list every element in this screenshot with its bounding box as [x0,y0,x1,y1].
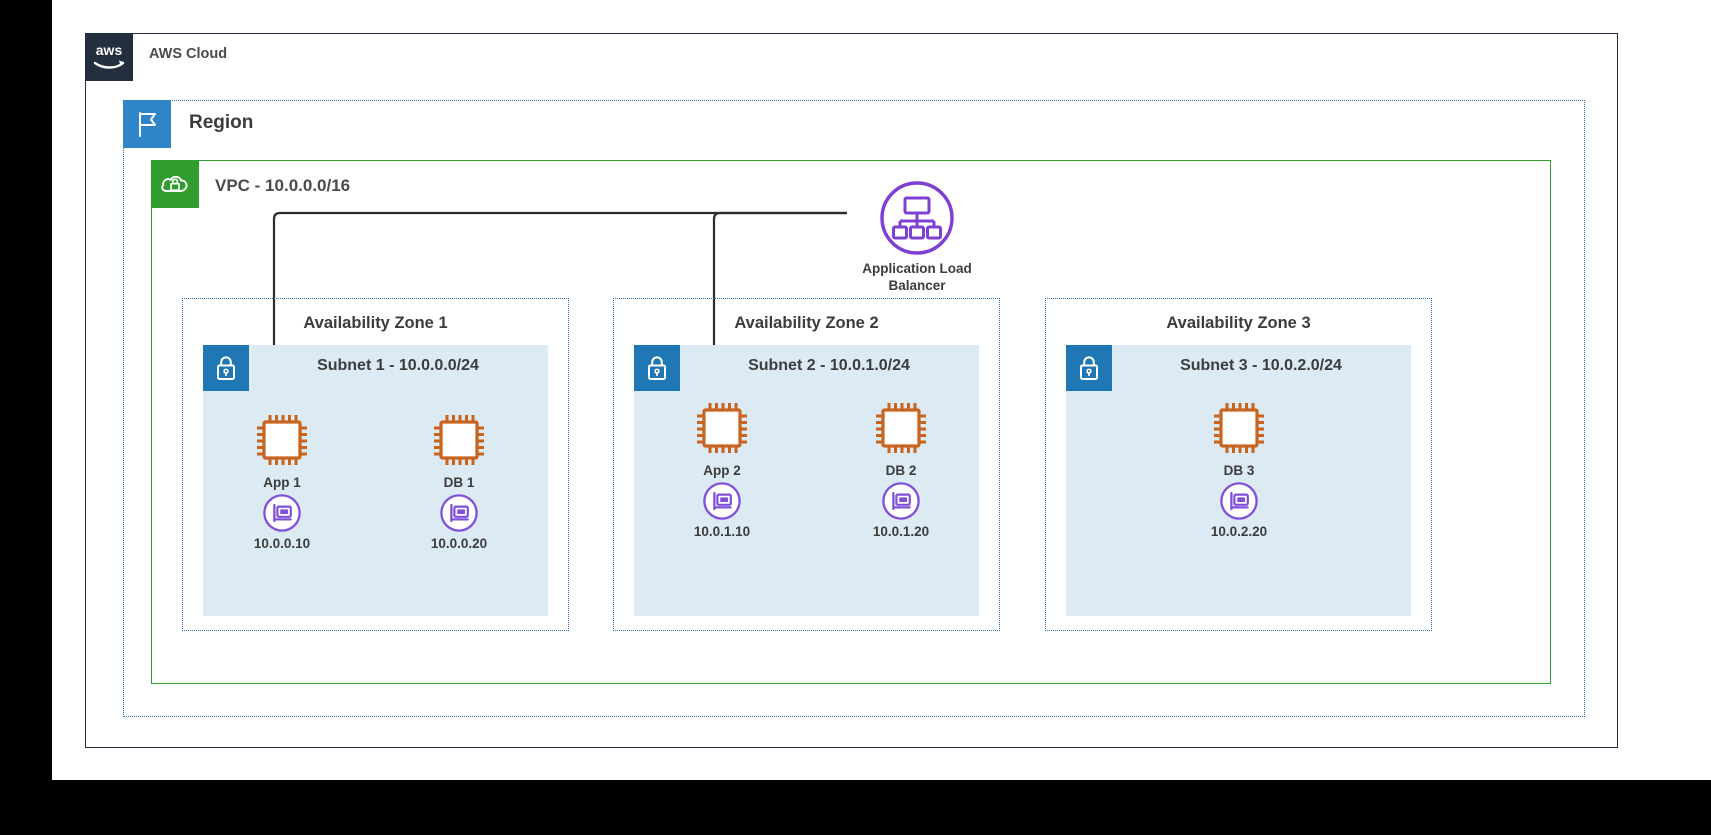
subnet-lock-icon [203,345,249,391]
ec2-instance-icon [876,403,926,453]
network-interface-icon [882,482,920,520]
instance-db-3-label: DB 3 [1223,463,1255,478]
alb-label-line1: Application Load [862,261,972,276]
ec2-instance-icon [1214,403,1264,453]
instance-db-2[interactable]: DB 2 [841,397,961,478]
instance-app-2[interactable]: App 2 [662,397,782,478]
network-interface-icon [263,494,301,532]
network-interface-10-0-1-20[interactable]: 10.0.1.20 [841,481,961,539]
availability-zone-2-container [613,298,1000,631]
network-interface-10-0-1-10-label: 10.0.1.10 [693,524,751,539]
vpc-cloud-lock-icon [151,160,199,208]
availability-zone-3-container [1045,298,1432,631]
network-interface-10-0-2-20[interactable]: 10.0.2.20 [1179,481,1299,539]
diagram-canvas: aws AWS Cloud Region VPC - 10.0.0.0/16 [52,0,1711,780]
region-label: Region [189,112,254,133]
network-interface-icon [440,494,478,532]
subnet-3-container [1066,345,1411,616]
network-interface-10-0-1-10[interactable]: 10.0.1.10 [662,481,782,539]
application-load-balancer[interactable]: Application Load Balancer [847,180,987,295]
aws-cloud-label: AWS Cloud [149,46,228,62]
availability-zone-1-title: Availability Zone 1 [303,314,448,332]
ec2-instance-icon [257,415,307,465]
subnet-1-container [203,345,548,616]
subnet-lock-icon [1066,345,1112,391]
instance-app-1[interactable]: App 1 [222,409,342,490]
instance-db-2-label: DB 2 [885,463,917,478]
network-interface-10-0-0-20[interactable]: 10.0.0.20 [399,493,519,551]
ec2-instance-icon [697,403,747,453]
application-load-balancer-label: Application Load Balancer [847,261,987,295]
network-interface-10-0-0-20-label: 10.0.0.20 [430,536,488,551]
instance-db-3[interactable]: DB 3 [1179,397,1299,478]
network-interface-10-0-0-10[interactable]: 10.0.0.10 [222,493,342,551]
availability-zone-3-title: Availability Zone 3 [1166,314,1311,332]
instance-app-2-label: App 2 [703,463,741,478]
network-interface-10-0-2-20-label: 10.0.2.20 [1210,524,1268,539]
availability-zone-1-container [182,298,569,631]
subnet-lock-icon [634,345,680,391]
instance-app-1-label: App 1 [263,475,301,490]
subnet-2-title: Subnet 2 - 10.0.1.0/24 [748,357,910,374]
ec2-instance-icon [434,415,484,465]
alb-label-line2: Balancer [888,277,946,293]
availability-zone-2-title: Availability Zone 2 [734,314,879,332]
network-interface-icon [703,482,741,520]
instance-db-1[interactable]: DB 1 [399,409,519,490]
vpc-container [151,160,1551,684]
network-interface-icon [1220,482,1258,520]
network-interface-10-0-0-10-label: 10.0.0.10 [253,536,311,551]
region-container [123,100,1585,717]
application-load-balancer-icon [880,181,954,255]
network-interface-10-0-1-20-label: 10.0.1.20 [872,524,930,539]
aws-logo-icon: aws [85,33,133,81]
subnet-3-title: Subnet 3 - 10.0.2.0/24 [1180,357,1342,374]
instance-db-1-label: DB 1 [443,475,475,490]
svg-text:aws: aws [96,42,123,58]
region-flag-icon [123,100,171,148]
vpc-label: VPC - 10.0.0.0/16 [215,176,351,195]
subnet-2-container [634,345,979,616]
subnet-1-title: Subnet 1 - 10.0.0.0/24 [317,357,479,374]
